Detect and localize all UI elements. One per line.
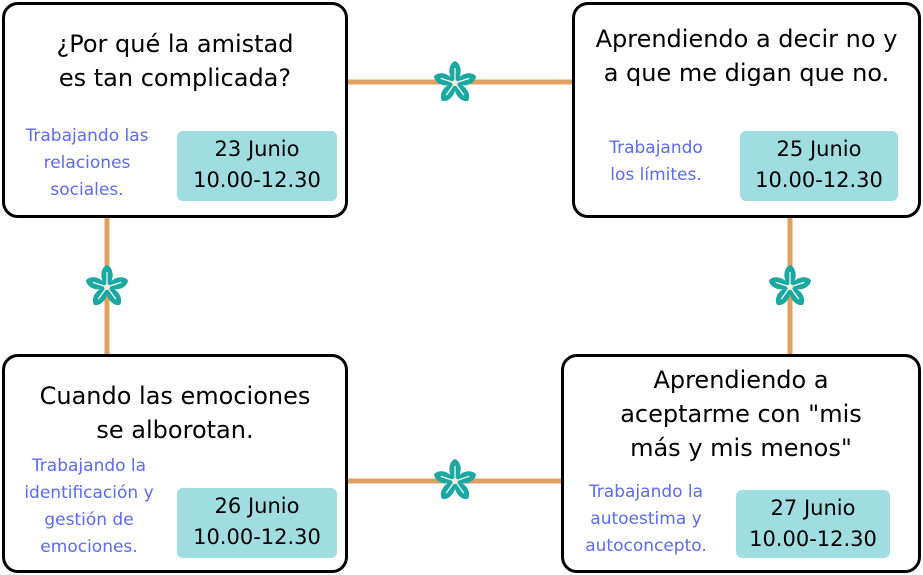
date-badge: 27 Junio 10.00-12.30 bbox=[736, 490, 890, 558]
flower-icon bbox=[432, 458, 478, 503]
card-subtitle: Trabajando los límites. bbox=[609, 138, 703, 185]
card-subtitle: Trabajando la autoestima y autoconcepto. bbox=[585, 482, 707, 556]
flower-icon bbox=[84, 264, 130, 309]
flower-icon bbox=[767, 264, 813, 309]
card-title: ¿Por qué la amistad es tan complicada? bbox=[56, 30, 294, 92]
session-card-4: Aprendiendo a aceptarme con "mis más y m… bbox=[561, 354, 921, 573]
card-title: Aprendiendo a aceptarme con "mis más y m… bbox=[620, 366, 862, 462]
card-subtitle: Trabajando la identificación y gestión d… bbox=[24, 456, 154, 557]
date-badge: 23 Junio 10.00-12.30 bbox=[177, 131, 337, 201]
date-badge: 25 Junio 10.00-12.30 bbox=[740, 131, 898, 201]
session-card-3: Cuando las emociones se alborotan. Traba… bbox=[2, 354, 348, 573]
card-subtitle: Trabajando las relaciones sociales. bbox=[25, 126, 149, 200]
card-title: Aprendiendo a decir no y a que me digan … bbox=[595, 25, 898, 87]
card-title: Cuando las emociones se alborotan. bbox=[39, 382, 311, 444]
flower-icon bbox=[432, 60, 478, 105]
session-card-2: Aprendiendo a decir no y a que me digan … bbox=[572, 2, 921, 218]
date-badge: 26 Junio 10.00-12.30 bbox=[177, 488, 337, 558]
session-card-1: ¿Por qué la amistad es tan complicada? T… bbox=[2, 2, 348, 218]
